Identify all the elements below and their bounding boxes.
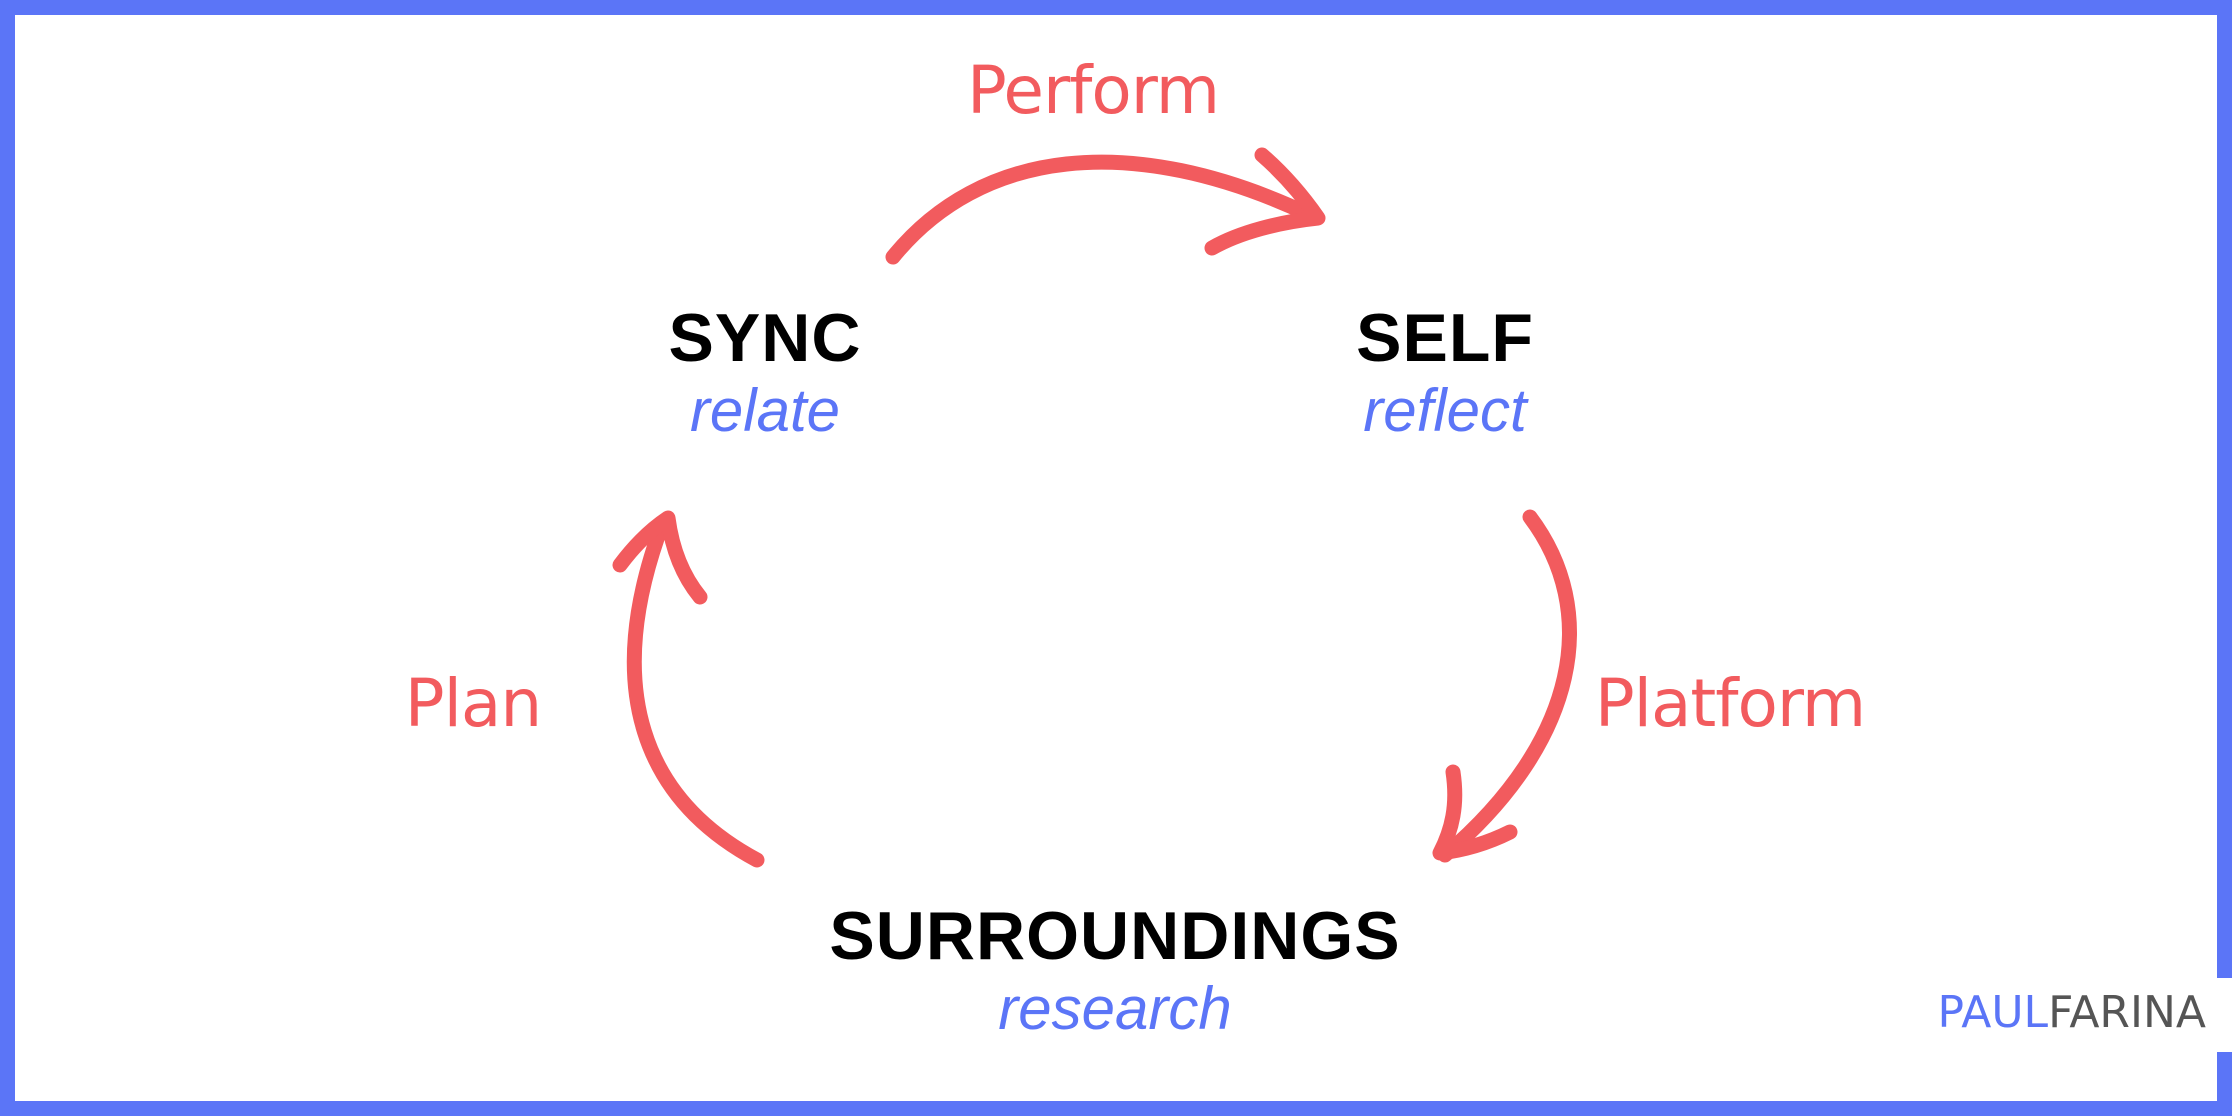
step-plan-label: Plan bbox=[404, 665, 542, 742]
brand-last-name: FARINA bbox=[2048, 987, 2206, 1038]
node-sync-subtitle: relate bbox=[689, 377, 841, 444]
perform-arrow bbox=[885, 147, 1326, 265]
node-surroundings: SURROUNDINGS research bbox=[829, 898, 1400, 1044]
brand-logo: PAULFARINA bbox=[1938, 985, 2206, 1041]
frame-notch bbox=[2216, 978, 2232, 1052]
step-platform-label: Platform bbox=[1594, 665, 1866, 742]
node-surroundings-subtitle: research bbox=[998, 975, 1232, 1042]
brand-first-name: PAUL bbox=[1937, 987, 2049, 1038]
node-self-subtitle: reflect bbox=[1363, 377, 1527, 444]
step-perform-label: Perform bbox=[966, 52, 1220, 129]
plan-arrow bbox=[612, 510, 765, 868]
node-surroundings-title: SURROUNDINGS bbox=[829, 898, 1401, 974]
node-sync: SYNC relate bbox=[669, 300, 862, 446]
node-self: SELF reflect bbox=[1356, 300, 1534, 446]
node-sync-title: SYNC bbox=[668, 300, 862, 376]
node-self-title: SELF bbox=[1356, 300, 1534, 376]
platform-arrow bbox=[1432, 509, 1577, 863]
